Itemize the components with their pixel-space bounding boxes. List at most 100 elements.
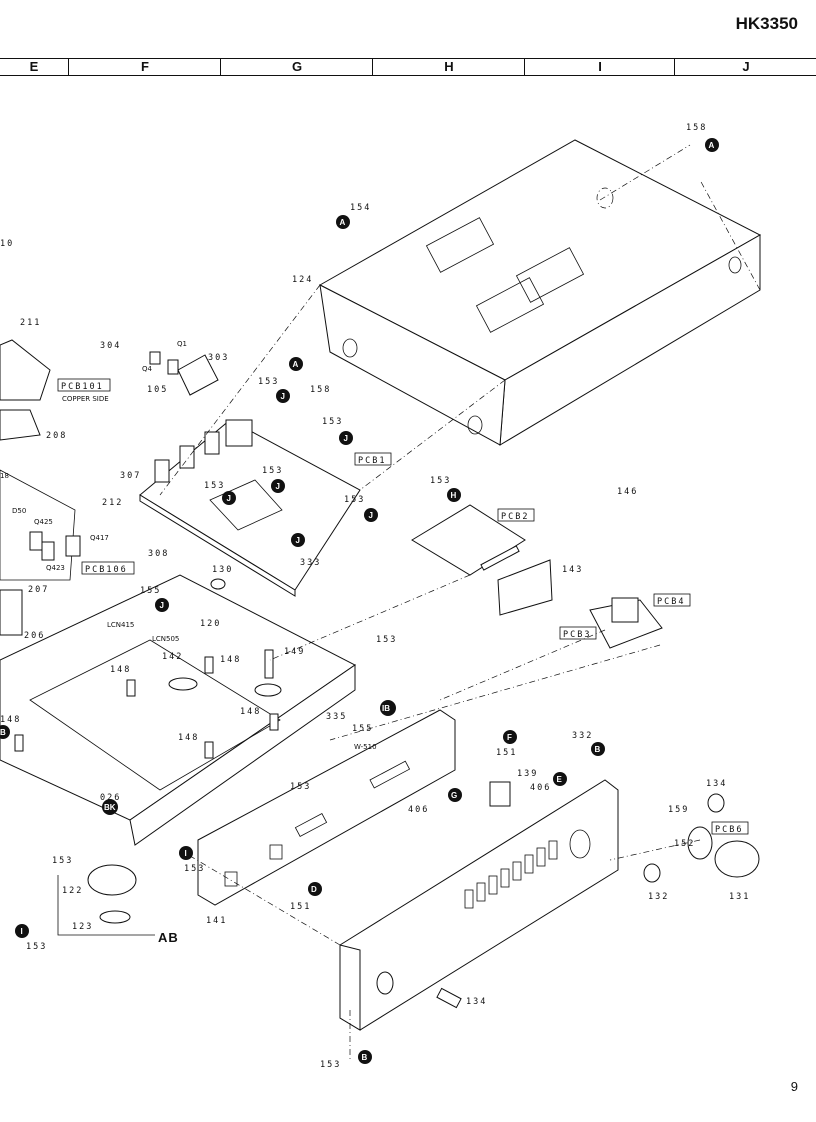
- label-q423: Q423: [46, 564, 65, 572]
- assembly-guide-lines: [159, 144, 761, 1060]
- badge-b: B: [362, 1053, 368, 1062]
- badge-b: B: [595, 745, 601, 754]
- callout: 026: [100, 793, 121, 803]
- grid-column-f: F: [68, 59, 221, 75]
- badge-j: J: [344, 434, 348, 443]
- callout: 155: [352, 724, 373, 734]
- callout: 335: [326, 712, 347, 722]
- callout: 141: [206, 916, 227, 926]
- callout: 212: [102, 498, 123, 508]
- page-number: 9: [790, 1079, 798, 1094]
- callout: 153: [322, 417, 343, 427]
- callout: 153: [204, 481, 225, 491]
- grid-column-g: G: [220, 59, 373, 75]
- callout: 134: [466, 997, 487, 1007]
- badge-j: J: [281, 392, 285, 401]
- callout: 158: [686, 123, 707, 133]
- label-pcb3: PCB3: [563, 630, 591, 640]
- label-d50: D50: [12, 507, 26, 515]
- callout: 211: [20, 318, 41, 328]
- label-q1: Q1: [177, 340, 187, 348]
- callout: 153: [52, 856, 73, 866]
- callout: 406: [408, 805, 429, 815]
- callout: 151: [496, 748, 517, 758]
- callout: 303: [208, 353, 229, 363]
- component-labels: Q1 Q4 COPPER SIDE 18 D50 Q425 Q417 Q423 …: [0, 340, 377, 751]
- callout: 105: [147, 385, 168, 395]
- callout: 148: [0, 715, 21, 725]
- callout: 123: [72, 922, 93, 932]
- callout: 333: [300, 558, 321, 568]
- badge-i: I: [185, 849, 187, 858]
- callout: 208: [46, 431, 67, 441]
- callout: 308: [148, 549, 169, 559]
- top-cover: [318, 139, 762, 446]
- label-lcn415: LCN415: [107, 621, 134, 629]
- label-pcb4: PCB4: [657, 597, 685, 607]
- pcb2-board: [411, 504, 553, 616]
- callout: 148: [110, 665, 131, 675]
- badge-j: J: [160, 601, 164, 610]
- pcb4-pcb3-board: [589, 597, 663, 649]
- callout: 159: [668, 805, 689, 815]
- callout: 307: [120, 471, 141, 481]
- pcb-labels: PCB101 PCB1 PCB2 PCB106 PCB4 PCB3 PCB6: [57, 378, 749, 835]
- pcb101-board: [0, 339, 51, 441]
- callout: 153: [290, 782, 311, 792]
- pcb1-board: [139, 419, 361, 597]
- callout: 139: [517, 769, 538, 779]
- badge-a: A: [709, 141, 715, 150]
- label-pcb2: PCB2: [501, 512, 529, 522]
- callout: 130: [212, 565, 233, 575]
- callout: 148: [178, 733, 199, 743]
- label-pcb106: PCB106: [85, 565, 128, 575]
- callout: 134: [706, 779, 727, 789]
- callout: 124: [292, 275, 313, 285]
- badge-f: F: [507, 733, 512, 742]
- callout: 131: [729, 892, 750, 902]
- badge-j: J: [276, 482, 280, 491]
- callout: 406: [530, 783, 551, 793]
- callout: 153: [376, 635, 397, 645]
- badge-h: H: [451, 491, 457, 500]
- knobs: [436, 793, 760, 1009]
- badge-a: A: [293, 360, 299, 369]
- callout: 158: [310, 385, 331, 395]
- transistor-bracket: [149, 351, 219, 396]
- grid-column-header: E F G H I J: [0, 58, 816, 76]
- pcb106-board: [0, 469, 81, 636]
- callout: 153: [184, 864, 205, 874]
- badge-j: J: [227, 494, 231, 503]
- badge-b: B: [0, 728, 6, 737]
- callout: 153: [262, 466, 283, 476]
- label-q4: Q4: [142, 365, 153, 373]
- callout: 153: [430, 476, 451, 486]
- badge-j: J: [369, 511, 373, 520]
- model-number: HK3350: [735, 14, 798, 33]
- badge-d: D: [311, 885, 317, 894]
- grid-column-j: J: [674, 59, 816, 75]
- label-pcb1: PCB1: [358, 456, 386, 466]
- badge-ib: IB: [382, 704, 390, 713]
- callout: 10: [0, 239, 14, 249]
- badge-a: A: [340, 218, 346, 227]
- callout: 132: [648, 892, 669, 902]
- chassis: [0, 574, 356, 846]
- grid-column-h: H: [372, 59, 525, 75]
- badge-j: J: [296, 536, 300, 545]
- assembly-label-ab: AB: [158, 930, 179, 945]
- label-lcn505: LCN505: [152, 635, 179, 643]
- part-callouts: 158 154 10 124 211 304 303 105 158 153 1…: [0, 123, 750, 1070]
- label-q417: Q417: [90, 534, 109, 542]
- callout: 154: [350, 203, 371, 213]
- callout: 153: [26, 942, 47, 952]
- callout: 149: [284, 647, 305, 657]
- callout: 151: [290, 902, 311, 912]
- callout: 207: [28, 585, 49, 595]
- label-q425: Q425: [34, 518, 53, 526]
- reference-badges: A A A J J J J J J J H IB F B E G D I I B…: [0, 138, 719, 1064]
- label-18: 18: [0, 472, 9, 480]
- callout: 120: [200, 619, 221, 629]
- callout: 122: [62, 886, 83, 896]
- exploded-view-diagram: 158 154 10 124 211 304 303 105 158 153 1…: [0, 123, 762, 1070]
